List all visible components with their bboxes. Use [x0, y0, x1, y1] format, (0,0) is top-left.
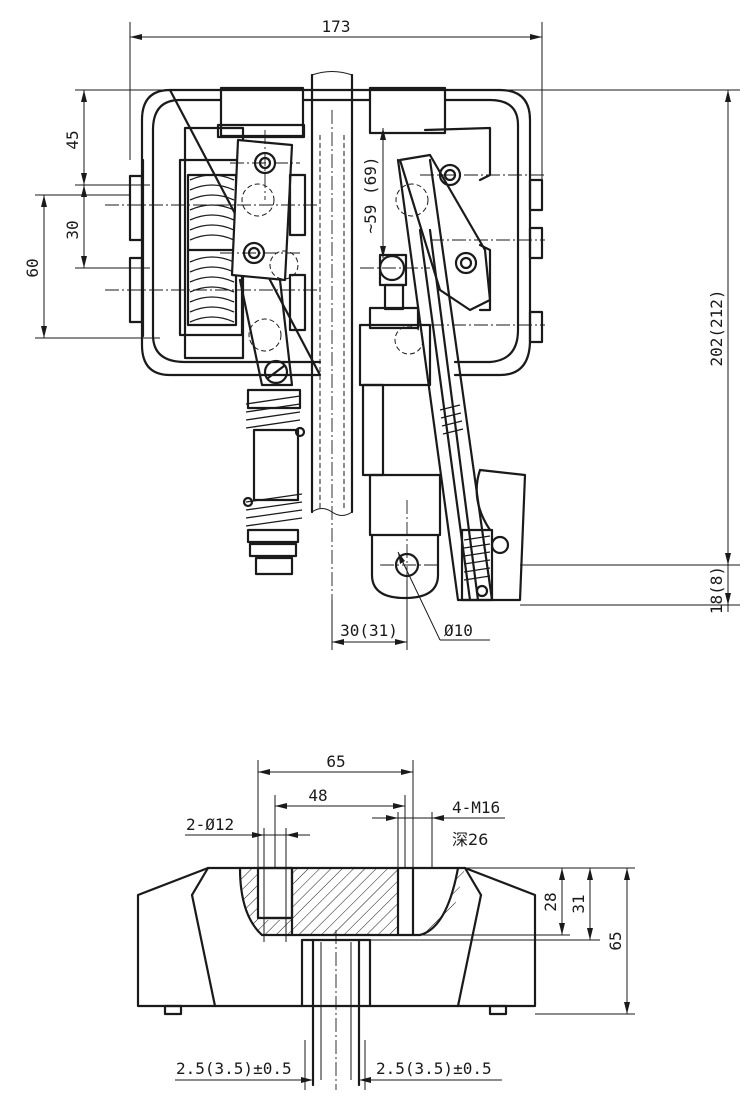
dim-pin-height: ~59 (69) [361, 128, 386, 258]
dim-pin-diameter: Ø10 [397, 551, 490, 641]
dim-bottom-offset: 18(8) [520, 565, 740, 614]
dim-30-label: 30 [63, 220, 82, 239]
section-view: 65 48 2-Ø12 4-M16 深26 [136, 752, 635, 1090]
dim-overall-height: 202(212) [490, 89, 740, 566]
dim-59-label: ~59 (69) [361, 156, 380, 233]
dim-holes: 2-Ø12 [185, 815, 310, 942]
dim-2-12-label: 2-Ø12 [186, 815, 234, 834]
top-view: 173 45 30 60 [23, 17, 740, 650]
dim-48-label: 48 [308, 786, 327, 805]
center-lines [105, 110, 545, 650]
dim-202-label: 202(212) [707, 289, 726, 366]
hidden-circles [241, 183, 429, 352]
center-slot [300, 930, 372, 1090]
dim-30-31-label: 30(31) [340, 621, 398, 640]
hatched-section [238, 866, 465, 937]
dim-pin-offset: 30(31) [331, 580, 408, 650]
dim-coil-pitch: 30 [63, 184, 150, 269]
dim-mount-span: 60 [23, 194, 160, 339]
dim-65-right-label: 65 [606, 931, 625, 950]
dim-depth26-label: 深26 [452, 830, 488, 849]
left-spring-rod [242, 388, 306, 576]
dim-hole-span: 48 [274, 786, 406, 868]
dim-d10-label: Ø10 [444, 621, 473, 640]
dim-m16-label: 4-M16 [452, 798, 500, 817]
dim-60-label: 60 [23, 258, 42, 277]
dim-65-top-label: 65 [326, 752, 345, 771]
dim-28-label: 28 [541, 892, 560, 911]
dim-31-label: 31 [569, 894, 588, 913]
right-lever-arm [396, 126, 527, 602]
dim-clearance-left-label: 2.5(3.5)±0.5 [176, 1059, 292, 1078]
top-bracket [216, 86, 447, 139]
dim-45-label: 45 [63, 130, 82, 149]
dim-18-label: 18(8) [707, 566, 726, 614]
dim-bolt-span: 65 [257, 752, 414, 868]
dim-right-heights: 28 31 65 [370, 867, 635, 1015]
dim-thread: 4-M16 深26 [372, 798, 505, 868]
dim-clearance-right-label: 2.5(3.5)±0.5 [376, 1059, 492, 1078]
right-bolts [528, 178, 544, 344]
clevis-assembly [358, 253, 442, 600]
dim-top-offset: 45 [63, 89, 170, 185]
dim-173-label: 173 [322, 17, 351, 36]
central-shaft [310, 71, 354, 516]
dim-width-overall: 173 [129, 17, 543, 180]
dim-clearances: 2.5(3.5)±0.5 2.5(3.5)±0.5 [175, 1040, 502, 1090]
base-body [136, 866, 537, 1016]
